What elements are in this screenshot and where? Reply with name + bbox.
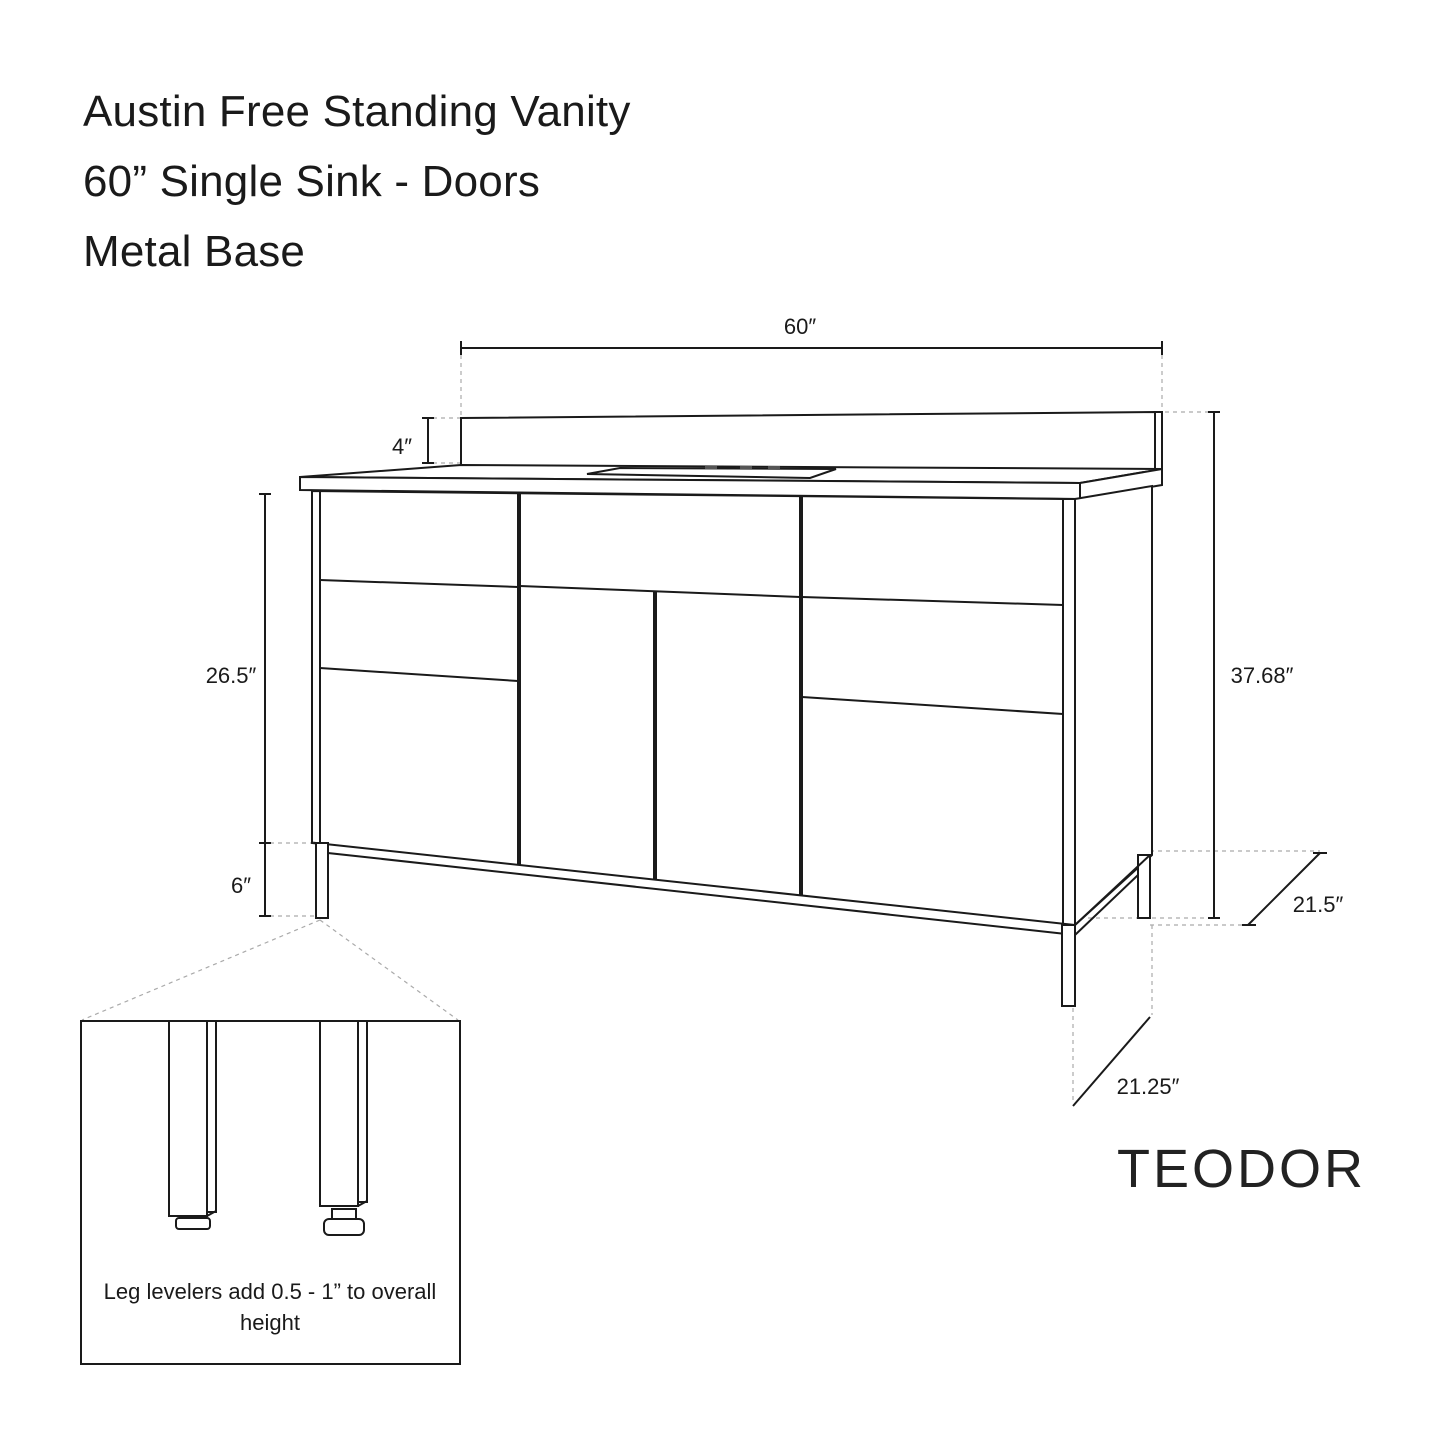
dimension-backsplash: 4″ — [391, 434, 413, 459]
leg-front-right — [1061, 924, 1076, 1007]
title-line-3: Metal Base — [83, 227, 306, 276]
dimension-top-depth: 21.5″ — [1292, 892, 1344, 917]
guide-lines — [81, 355, 1320, 1100]
dimension-overall-height: 37.68″ — [1230, 663, 1294, 688]
leg-back-right — [1137, 854, 1151, 919]
dimension-base-depth: 21.25″ — [1116, 1074, 1180, 1099]
title-line-1: Austin Free Standing Vanity — [83, 87, 631, 136]
leveler-note: Leg levelers add 0.5 - 1” to overall hei… — [103, 1279, 437, 1335]
title-line-2: 60” Single Sink - Doors — [83, 157, 541, 206]
brand-logo: TEODOR — [1117, 1139, 1367, 1199]
metal-base — [312, 841, 1151, 1007]
leg-front-left — [315, 842, 329, 919]
dimension-leg-height: 6″ — [230, 873, 252, 898]
cabinet — [311, 484, 1153, 928]
dimension-cabinet-height: 26.5″ — [205, 663, 257, 688]
dimension-lines — [259, 341, 1327, 1107]
dimension-width: 60″ — [783, 314, 817, 339]
leg-leveler-inset — [80, 1020, 461, 1365]
countertop — [299, 463, 1163, 501]
backsplash — [460, 410, 1163, 472]
sink — [586, 466, 837, 480]
